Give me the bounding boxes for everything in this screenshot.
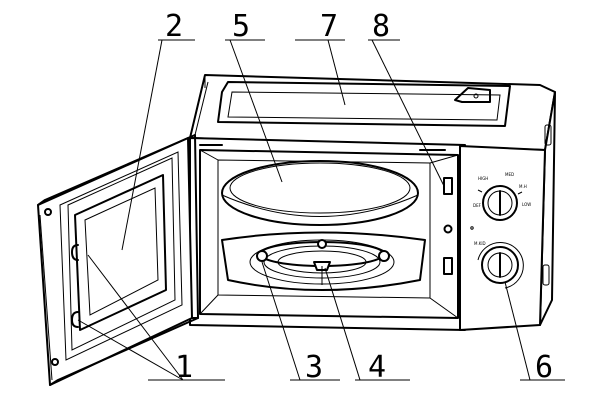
glass-tray [221, 160, 419, 226]
control-knobs: HIGH MED M.H DEF LOW M.KID [470, 172, 531, 289]
power-label-low: LOW [522, 202, 531, 207]
callout-numbers: 1 2 3 4 5 6 7 8 [165, 9, 553, 385]
callout-7: 7 [320, 9, 338, 44]
power-label-mh: M.H [519, 184, 527, 189]
callout-8: 8 [372, 9, 390, 44]
callout-1: 1 [175, 350, 193, 385]
turntable-ring [221, 231, 426, 291]
callout-2: 2 [165, 9, 183, 44]
power-label-med: MED [505, 172, 514, 177]
leader-lines [77, 39, 565, 381]
timer-knob: M.KID [474, 241, 524, 289]
timer-label: M.KID [474, 241, 486, 246]
callout-6: 6 [535, 350, 553, 385]
top-cover-plate [217, 81, 511, 127]
callout-5: 5 [232, 9, 250, 44]
power-knob: HIGH MED M.H DEF LOW [473, 172, 531, 221]
callout-4: 4 [368, 350, 386, 385]
power-label-high: HIGH [478, 176, 488, 181]
callout-3: 3 [305, 350, 323, 385]
power-label-def: DEF [473, 203, 482, 208]
door [37, 134, 199, 386]
